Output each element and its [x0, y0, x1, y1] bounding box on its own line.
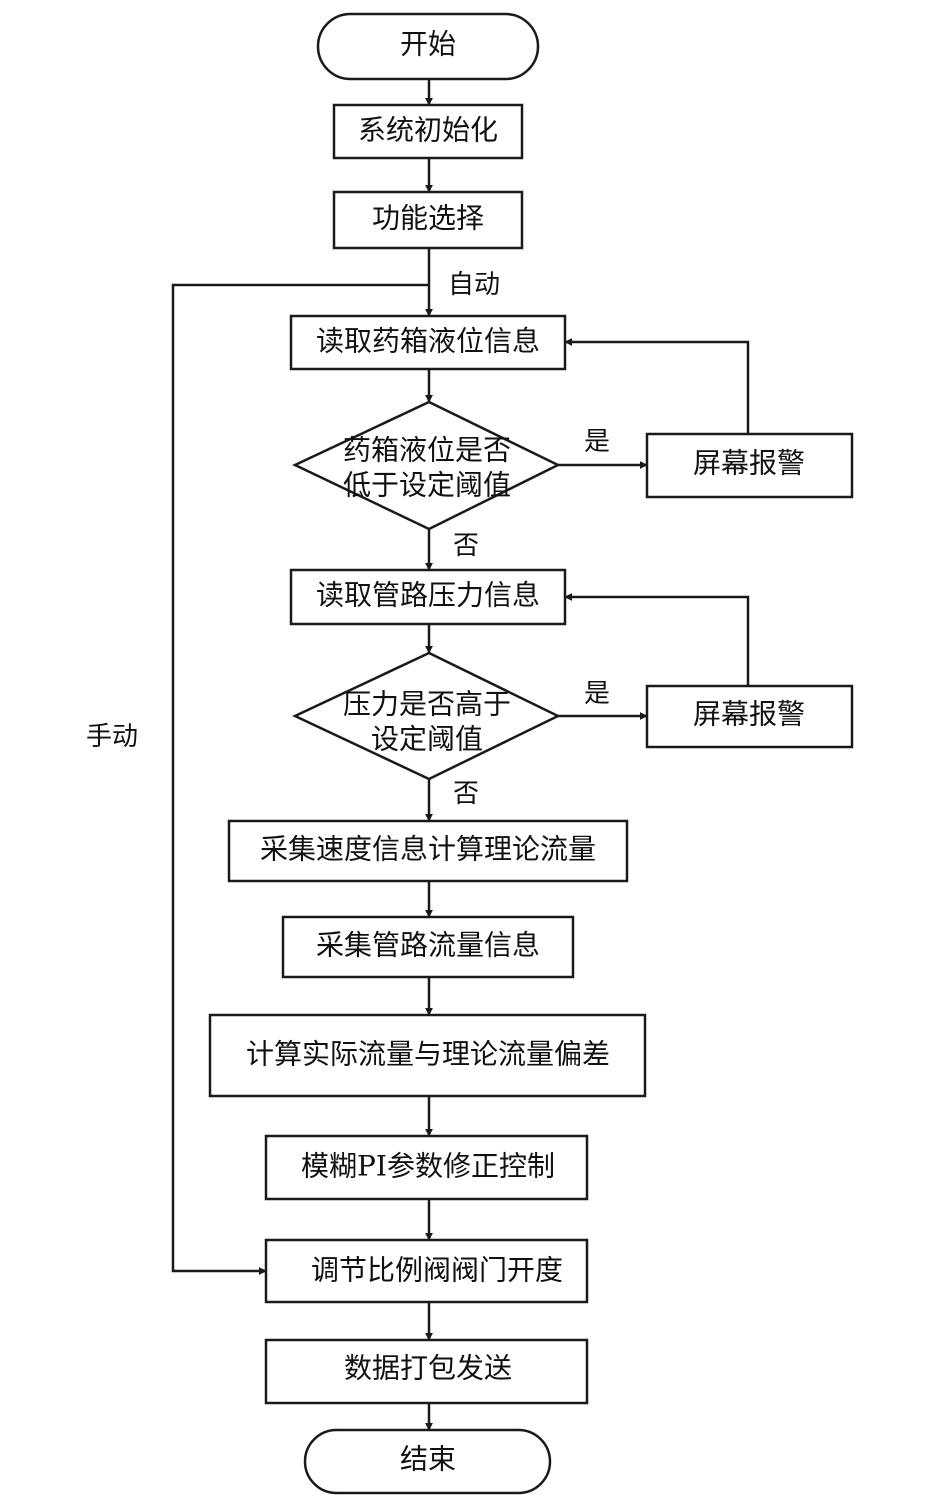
edge-label-no-pressure: 否 [453, 779, 479, 809]
alarm-pressure-label: 屏幕报警 [693, 698, 805, 731]
edge-alarm-level-return [564, 338, 750, 434]
read-pressure-label: 读取管路压力信息 [316, 579, 540, 612]
select-label: 功能选择 [372, 202, 484, 235]
collect-speed-label: 采集速度信息计算理论流量 [260, 833, 596, 866]
edge-label-no-level: 否 [453, 531, 479, 561]
decision-level-node: 药箱液位是否 低于设定阈值 [292, 400, 561, 531]
init-node: 系统初始化 [332, 103, 524, 160]
end-label: 结束 [400, 1443, 456, 1476]
decision-pressure-node: 压力是否高于 设定阈值 [292, 651, 561, 781]
fuzzy-pi-node: 模糊PI参数修正控制 [264, 1134, 589, 1201]
select-node: 功能选择 [332, 190, 524, 250]
alarm-level-label: 屏幕报警 [693, 447, 805, 480]
edge-manual-branch [171, 283, 429, 1275]
start-node: 开始 [316, 12, 540, 81]
edge-label-yes-level: 是 [584, 427, 610, 457]
init-label: 系统初始化 [358, 114, 498, 147]
alarm-level-node: 屏幕报警 [645, 432, 854, 499]
adjust-valve-node: 调节比例阀阀门开度 [264, 1238, 589, 1304]
read-level-node: 读取药箱液位信息 [289, 314, 567, 371]
calc-deviation-label: 计算实际流量与理论流量偏差 [246, 1038, 610, 1071]
collect-speed-node: 采集速度信息计算理论流量 [227, 819, 629, 883]
read-level-label: 读取药箱液位信息 [316, 325, 540, 358]
alarm-pressure-node: 屏幕报警 [645, 684, 854, 749]
decision-pressure-line2: 设定阈值 [371, 723, 483, 756]
fuzzy-pi-label: 模糊PI参数修正控制 [301, 1150, 555, 1183]
collect-flow-node: 采集管路流量信息 [281, 915, 575, 979]
decision-level-line2: 低于设定阈值 [343, 469, 511, 502]
edge-label-auto: 自动 [448, 270, 500, 300]
edge-label-manual: 手动 [86, 722, 138, 752]
end-node: 结束 [303, 1428, 552, 1495]
edge-label-yes-pressure: 是 [584, 679, 610, 709]
send-data-label: 数据打包发送 [344, 1352, 512, 1385]
read-pressure-node: 读取管路压力信息 [289, 568, 567, 626]
adjust-valve-label: 调节比例阀阀门开度 [311, 1254, 563, 1287]
send-data-node: 数据打包发送 [264, 1338, 589, 1405]
decision-level-line1: 药箱液位是否 [343, 434, 511, 467]
calc-deviation-node: 计算实际流量与理论流量偏差 [208, 1013, 647, 1098]
edge-alarm-pressure-return [564, 593, 750, 686]
decision-pressure-line1: 压力是否高于 [343, 688, 511, 721]
start-label: 开始 [400, 28, 456, 61]
collect-flow-label: 采集管路流量信息 [316, 929, 540, 962]
